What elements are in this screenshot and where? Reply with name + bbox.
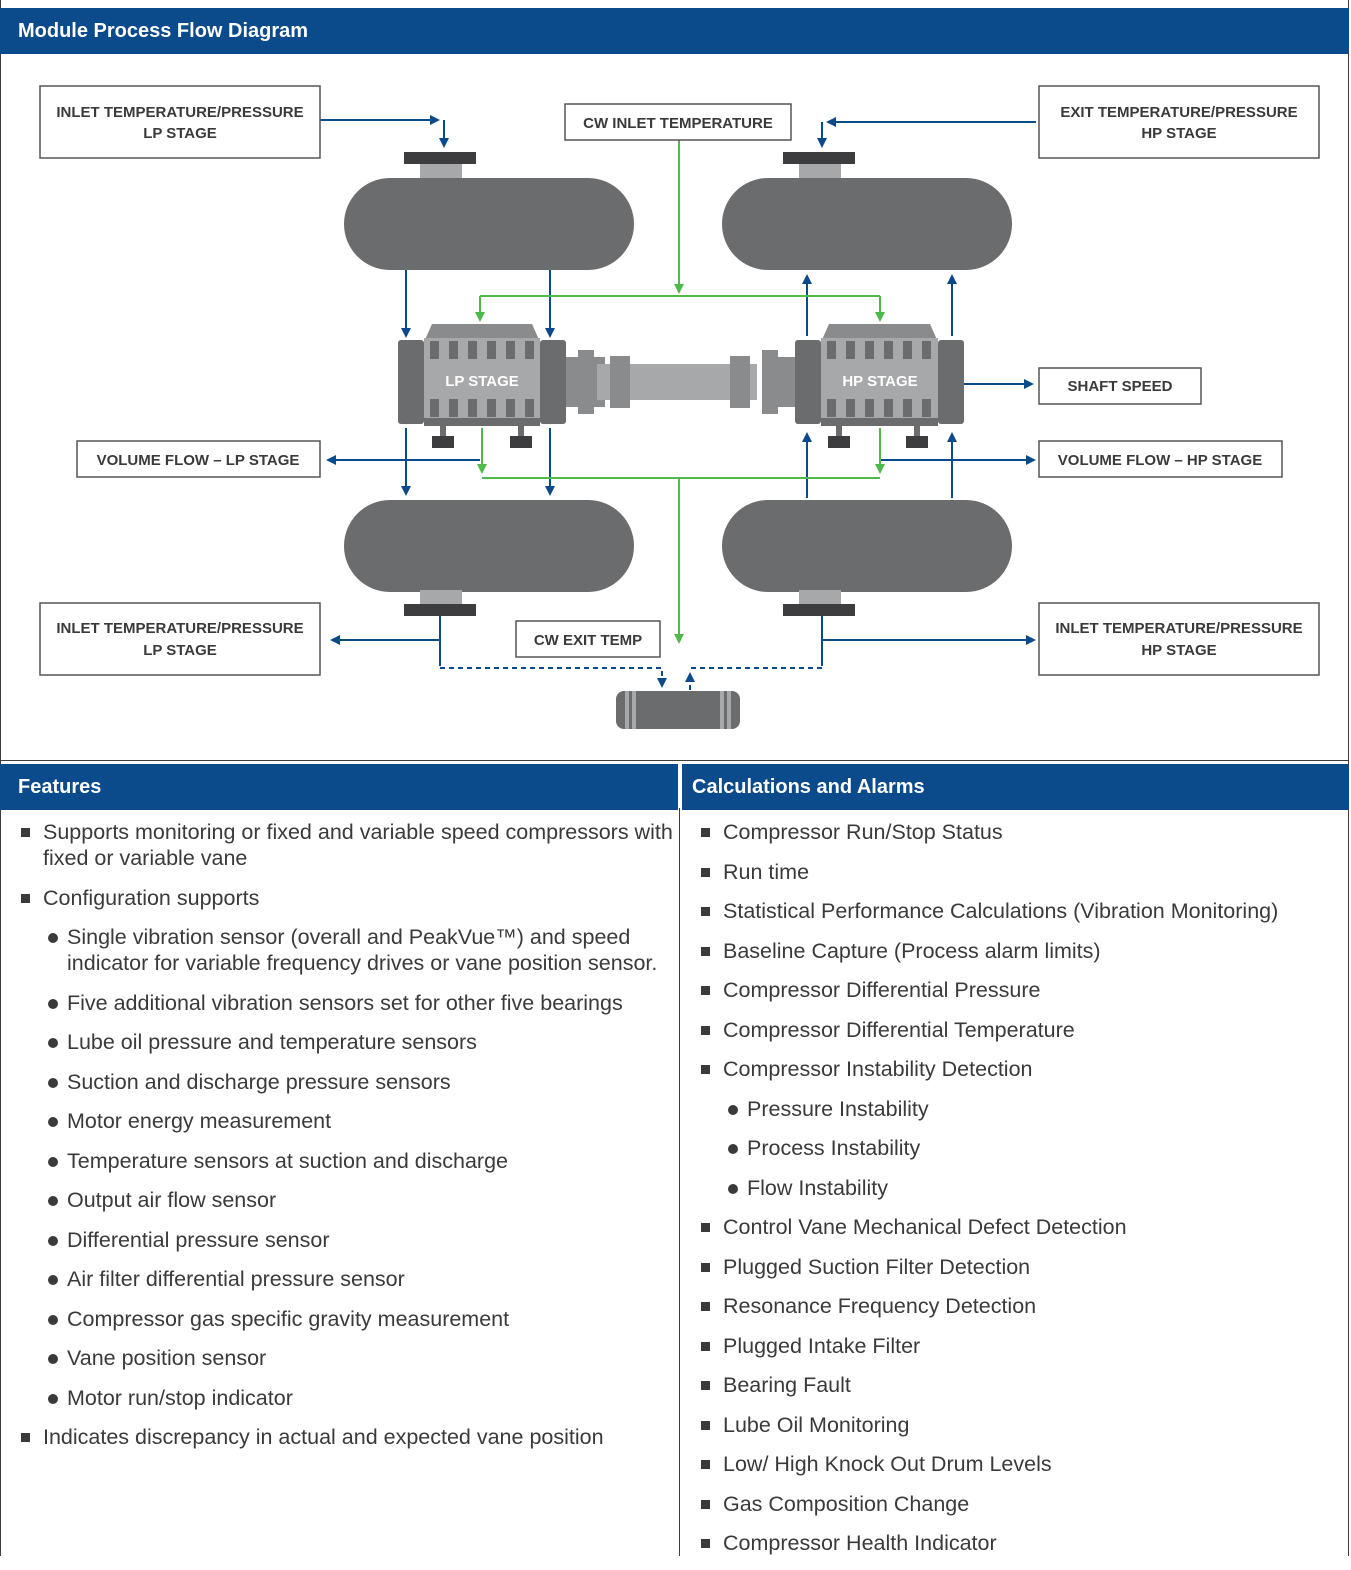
hp-stage-label: HP STAGE: [842, 373, 917, 390]
svg-text:SHAFT SPEED: SHAFT SPEED: [1067, 378, 1172, 395]
svg-text:LP STAGE: LP STAGE: [143, 125, 217, 142]
cooling-water-lines: [475, 140, 885, 644]
inlet-temp-pressure-lp-top-box: INLET TEMPERATURE/PRESSURE LP STAGE: [39, 85, 321, 159]
list-item: Process Instability: [688, 1135, 1343, 1161]
list-item: Flow Instability: [688, 1175, 1343, 1201]
list-item: Lube oil pressure and temperature sensor…: [8, 1029, 676, 1055]
column-separator: [679, 808, 680, 1556]
drive-shaft: [565, 350, 797, 414]
svg-text:EXIT TEMPERATURE/PRESSURE: EXIT TEMPERATURE/PRESSURE: [1060, 104, 1297, 121]
volume-flow-lp-box: VOLUME FLOW – LP STAGE: [76, 440, 321, 478]
list-item: Compressor Run/Stop Status: [688, 819, 1343, 845]
lp-lower-vessel: [344, 500, 634, 616]
list-item: Low/ High Knock Out Drum Levels: [688, 1451, 1343, 1477]
list-item: Suction and discharge pressure sensors: [8, 1069, 676, 1095]
list-item: Vane position sensor: [8, 1345, 676, 1371]
exit-temp-pressure-hp-top-box: EXIT TEMPERATURE/PRESSURE HP STAGE: [1038, 85, 1320, 159]
volume-flow-hp-box: VOLUME FLOW – HP STAGE: [1038, 440, 1283, 478]
calculations-header: Calculations and Alarms: [682, 764, 1349, 810]
svg-text:HP STAGE: HP STAGE: [1141, 642, 1216, 659]
list-item: Compressor Differential Pressure: [688, 977, 1343, 1003]
list-item: Compressor Health Indicator: [688, 1530, 1343, 1556]
list-item: Control Vane Mechanical Defect Detection: [688, 1214, 1343, 1240]
features-list: Supports monitoring or fixed and variabl…: [8, 819, 676, 1464]
list-item: Supports monitoring or fixed and variabl…: [8, 819, 676, 871]
list-item: Motor energy measurement: [8, 1108, 676, 1134]
list-item: Bearing Fault: [688, 1372, 1343, 1398]
list-item: Resonance Frequency Detection: [688, 1293, 1343, 1319]
hp-lower-vessel: [722, 500, 1012, 616]
cw-inlet-temperature-box: CW INLET TEMPERATURE: [564, 103, 792, 141]
list-item: Lube Oil Monitoring: [688, 1412, 1343, 1438]
svg-text:VOLUME FLOW – HP STAGE: VOLUME FLOW – HP STAGE: [1058, 452, 1262, 469]
lp-stage-compressor: LP STAGE: [398, 324, 566, 448]
list-item: Motor run/stop indicator: [8, 1385, 676, 1411]
list-item: Pressure Instability: [688, 1096, 1343, 1122]
list-item: Output air flow sensor: [8, 1187, 676, 1213]
list-item: Differential pressure sensor: [8, 1227, 676, 1253]
list-item: Single vibration sensor (overall and Pea…: [8, 924, 676, 976]
list-item: Compressor Instability Detection: [688, 1056, 1343, 1082]
list-item: Air filter differential pressure sensor: [8, 1266, 676, 1292]
svg-text:INLET TEMPERATURE/PRESSURE: INLET TEMPERATURE/PRESSURE: [56, 620, 303, 637]
features-header: Features: [0, 764, 678, 810]
page-title: Module Process Flow Diagram: [0, 8, 1349, 54]
inlet-temp-pressure-lp-bottom-box: INLET TEMPERATURE/PRESSURE LP STAGE: [39, 602, 321, 676]
svg-text:CW EXIT TEMP: CW EXIT TEMP: [534, 632, 642, 649]
lp-upper-vessel: [344, 152, 634, 270]
svg-text:HP STAGE: HP STAGE: [1141, 125, 1216, 142]
svg-text:INLET TEMPERATURE/PRESSURE: INLET TEMPERATURE/PRESSURE: [1055, 620, 1302, 637]
list-item: Run time: [688, 859, 1343, 885]
list-item: Indicates discrepancy in actual and expe…: [8, 1424, 676, 1450]
hp-upper-vessel: [722, 152, 1012, 270]
lp-stage-label: LP STAGE: [445, 373, 519, 390]
list-item: Five additional vibration sensors set fo…: [8, 990, 676, 1016]
list-item: Statistical Performance Calculations (Vi…: [688, 898, 1343, 924]
process-flow-diagram: LP STAGE HP STAGE: [39, 85, 1320, 729]
svg-text:VOLUME FLOW – LP STAGE: VOLUME FLOW – LP STAGE: [97, 452, 300, 469]
shaft-speed-box: SHAFT SPEED: [1038, 367, 1202, 405]
drain-drum: [616, 691, 740, 729]
list-item: Gas Composition Change: [688, 1491, 1343, 1517]
list-item: Plugged Suction Filter Detection: [688, 1254, 1343, 1280]
list-item: Plugged Intake Filter: [688, 1333, 1343, 1359]
svg-text:INLET TEMPERATURE/PRESSURE: INLET TEMPERATURE/PRESSURE: [56, 104, 303, 121]
list-item: Compressor gas specific gravity measurem…: [8, 1306, 676, 1332]
svg-text:LP STAGE: LP STAGE: [143, 642, 217, 659]
hp-stage-compressor: HP STAGE: [795, 324, 964, 448]
svg-text:CW INLET TEMPERATURE: CW INLET TEMPERATURE: [583, 115, 773, 132]
list-item: Temperature sensors at suction and disch…: [8, 1148, 676, 1174]
list-item: Compressor Differential Temperature: [688, 1017, 1343, 1043]
cw-exit-temp-box: CW EXIT TEMP: [515, 620, 661, 658]
inlet-temp-pressure-hp-bottom-box: INLET TEMPERATURE/PRESSURE HP STAGE: [1038, 602, 1320, 676]
list-item: Configuration supports: [8, 885, 676, 911]
section-divider: [0, 760, 1349, 761]
list-item: Baseline Capture (Process alarm limits): [688, 938, 1343, 964]
process-signal-lines: [320, 115, 1036, 690]
